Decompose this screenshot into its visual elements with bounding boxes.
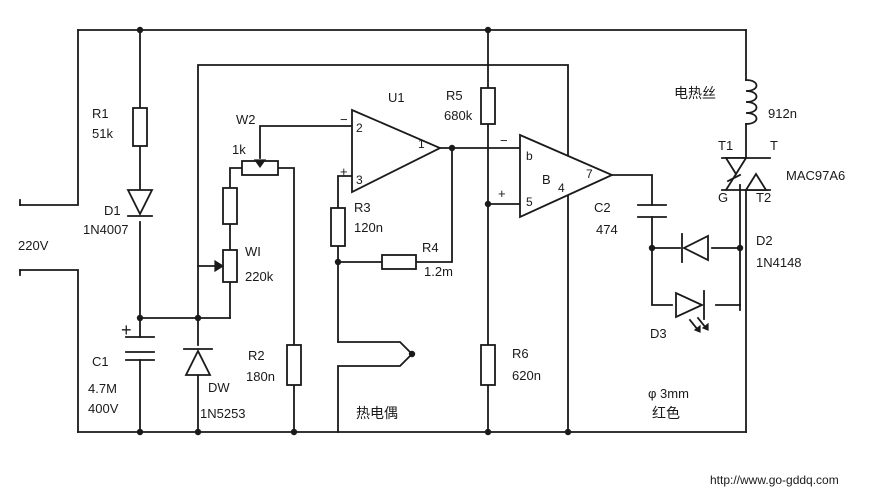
d3-ref: D3: [650, 326, 667, 341]
r6-ref: R6: [512, 346, 529, 361]
dw-zener-diode: [183, 348, 213, 376]
r3-value: 120n: [354, 220, 383, 235]
d1-ref: D1: [104, 203, 121, 218]
r5-value: 680k: [444, 108, 473, 123]
r4-ref: R4: [422, 240, 439, 255]
r1-value: 51k: [92, 126, 113, 141]
dw-ref: DW: [208, 380, 230, 395]
w1-wiper-arrow: [214, 259, 225, 273]
thermocouple-label: 热电偶: [356, 406, 398, 422]
d1-part: 1N4007: [83, 222, 129, 237]
d3-size: φ 3mm: [648, 386, 689, 401]
r2-resistor: [286, 344, 302, 386]
w2-wiper-arrow: [253, 159, 267, 169]
u2-comparator: [519, 133, 615, 219]
u1-pin-1: 1: [418, 137, 425, 151]
u2-pin-5: 5: [526, 195, 533, 209]
u1-sign-minus: −: [340, 112, 348, 127]
w1-potentiometer: [222, 249, 238, 283]
r1-resistor: [132, 107, 148, 147]
r2-ref: R2: [248, 348, 265, 363]
wiring: [19, 29, 747, 433]
w2-value: 1k: [232, 142, 246, 157]
r6-resistor: [480, 344, 496, 386]
triac-part: MAC97A6: [786, 168, 845, 183]
u2-sign-minus: −: [500, 133, 508, 148]
labels: 220V R1 51k D1 1N4007 + C1 4.7M 400V DW …: [18, 86, 845, 487]
triac: [721, 157, 771, 192]
u2-pin-4: 4: [558, 181, 565, 195]
triac-t2: T2: [756, 190, 771, 205]
d2-part: 1N4148: [756, 255, 802, 270]
c1-value: 4.7M: [88, 381, 117, 396]
u1-pin-2: 2: [356, 121, 363, 135]
r4-resistor: [381, 254, 417, 270]
c2-value: 474: [596, 222, 618, 237]
u2-pin-b: b: [526, 149, 533, 163]
r5-ref: R5: [446, 88, 463, 103]
d1-diode: [126, 189, 154, 217]
supply-label: 220V: [18, 238, 49, 253]
triac-t: T: [770, 138, 778, 153]
c1-ref: C1: [92, 354, 109, 369]
u1-opamp: [351, 108, 443, 194]
triac-t1: T1: [718, 138, 733, 153]
u2-pin-7: 7: [586, 167, 593, 181]
heater-value: 912n: [768, 106, 797, 121]
r3-resistor: [330, 207, 346, 247]
u2-inside-label: B: [542, 172, 551, 187]
u2-sign-plus: +: [498, 186, 506, 201]
c2-ref: C2: [594, 200, 611, 215]
u1-ref: U1: [388, 90, 405, 105]
r1-ref: R1: [92, 106, 109, 121]
heater-label: 电热丝: [674, 86, 716, 102]
d2-diode: [681, 233, 709, 263]
d2-ref: D2: [756, 233, 773, 248]
r3-ref: R3: [354, 200, 371, 215]
u1-pin-3: 3: [356, 173, 363, 187]
c1-polarity: +: [121, 320, 132, 340]
w1-upper-resistor: [222, 187, 238, 225]
d3-color: 红色: [652, 405, 680, 422]
w1-ref: WI: [245, 244, 261, 259]
w1-value: 220k: [245, 269, 274, 284]
dw-part: 1N5253: [200, 406, 246, 421]
r4-value: 1.2m: [424, 264, 453, 279]
w2-ref: W2: [236, 112, 256, 127]
watermark: http://www.go-gddq.com: [710, 473, 839, 487]
junction-dots: [136, 26, 744, 436]
triac-g: G: [718, 190, 728, 205]
r6-value: 620n: [512, 368, 541, 383]
r2-value: 180n: [246, 369, 275, 384]
r5-resistor: [480, 87, 496, 125]
c1-capacitor: [125, 336, 155, 361]
c2-capacitor: [637, 204, 667, 218]
u1-sign-plus: +: [340, 164, 348, 179]
heater-coil: [745, 79, 758, 125]
c1-voltage: 400V: [88, 401, 119, 416]
d3-led: [675, 290, 709, 333]
